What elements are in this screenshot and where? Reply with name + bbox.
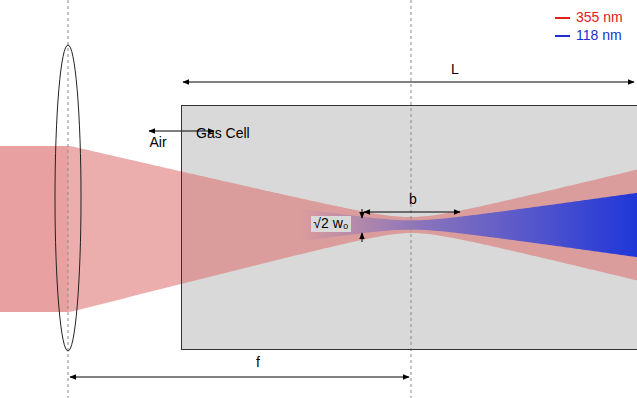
dimension-label: √2 w₀ (311, 216, 350, 231)
region-label: Gas Cell (196, 126, 250, 141)
length-label: L (449, 62, 461, 77)
length-arrow (183, 82, 634, 83)
lens-plane (68, 0, 69, 398)
legend-line (555, 35, 570, 37)
legend-text: 355 nm (576, 10, 623, 25)
vuv-beam (300, 193, 637, 258)
uv-beam (68, 146, 637, 312)
gas-cell: Gas Cell (181, 105, 637, 350)
waist-arrow (362, 233, 363, 242)
lens (55, 45, 81, 351)
focal-arrow (70, 377, 409, 378)
confocal-arrow (364, 212, 460, 213)
dimension-label: b (407, 192, 419, 207)
region-label: Air (147, 135, 168, 150)
legend-line (555, 17, 570, 19)
dimension-label: f (254, 355, 262, 370)
waist-arrow (362, 209, 363, 218)
legend-text: 118 nm (576, 28, 622, 43)
